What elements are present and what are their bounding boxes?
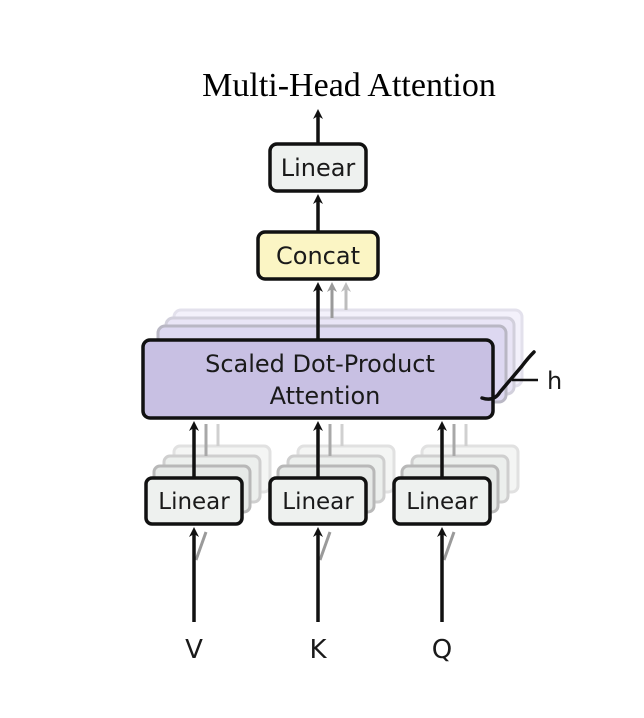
- input-linear-q-block: Linear: [392, 476, 492, 526]
- input-linear-v-label: Linear: [158, 489, 230, 515]
- input-q-label: Q: [432, 635, 452, 665]
- input-linear-q-label: Linear: [406, 489, 478, 515]
- concat-label: Concat: [276, 242, 360, 270]
- scaled-dot-product-attention-block: Scaled Dot-Product Attention: [141, 338, 495, 420]
- heads-brace: h: [480, 350, 562, 401]
- input-v-label: V: [185, 635, 203, 665]
- input-fan-strokes: [194, 531, 456, 561]
- input-linear-k-block: Linear: [268, 476, 368, 526]
- attention-label-line2: Attention: [270, 382, 381, 410]
- output-linear-block: Linear: [268, 142, 368, 193]
- concat-block: Concat: [256, 230, 380, 281]
- input-linear-v-block: Linear: [144, 476, 244, 526]
- input-k-label: K: [309, 635, 327, 665]
- output-linear-label: Linear: [281, 154, 356, 182]
- attention-label-line1: Scaled Dot-Product: [205, 350, 435, 378]
- background-linear-arrows: [204, 424, 468, 456]
- heads-label: h: [547, 367, 562, 395]
- diagram-title: Multi-Head Attention: [202, 67, 496, 104]
- input-linear-k-label: Linear: [282, 489, 354, 515]
